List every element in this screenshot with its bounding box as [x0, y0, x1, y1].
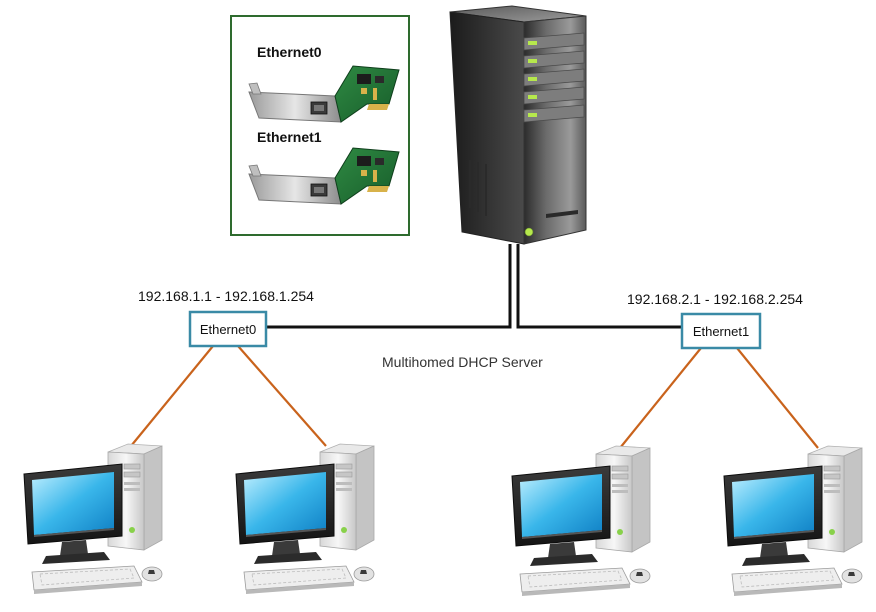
- client-link: [130, 345, 214, 447]
- ip-range-right: 192.168.2.1 - 192.168.2.254: [627, 291, 803, 307]
- client-link: [237, 345, 327, 447]
- desktop-pc-icon: [23, 443, 163, 595]
- nic-label-ethernet1: Ethernet1: [257, 129, 322, 145]
- client-link: [619, 347, 702, 449]
- desktop-pc-icon: [235, 443, 375, 595]
- nic-panel: Ethernet0 Ethernet1: [230, 15, 410, 236]
- desktop-pc-icon: [511, 445, 651, 597]
- switch-label-ethernet1: Ethernet1: [693, 324, 749, 339]
- trunk-link-left: [266, 244, 512, 329]
- trunk-links: [266, 244, 682, 329]
- trunk-link-right: [516, 244, 682, 329]
- server-icon: [449, 5, 587, 245]
- server-led-icons: [528, 41, 537, 117]
- server-caption: Multihomed DHCP Server: [382, 354, 543, 370]
- ip-range-left: 192.168.1.1 - 192.168.1.254: [138, 288, 314, 304]
- nic-label-ethernet0: Ethernet0: [257, 44, 322, 60]
- switch-ethernet1: Ethernet1: [680, 312, 762, 350]
- desktop-pc-icon: [723, 445, 863, 597]
- switch-ethernet0: Ethernet0: [188, 310, 268, 348]
- client-links: [130, 345, 819, 449]
- switch-label-ethernet0: Ethernet0: [200, 322, 256, 337]
- client-link: [736, 347, 819, 449]
